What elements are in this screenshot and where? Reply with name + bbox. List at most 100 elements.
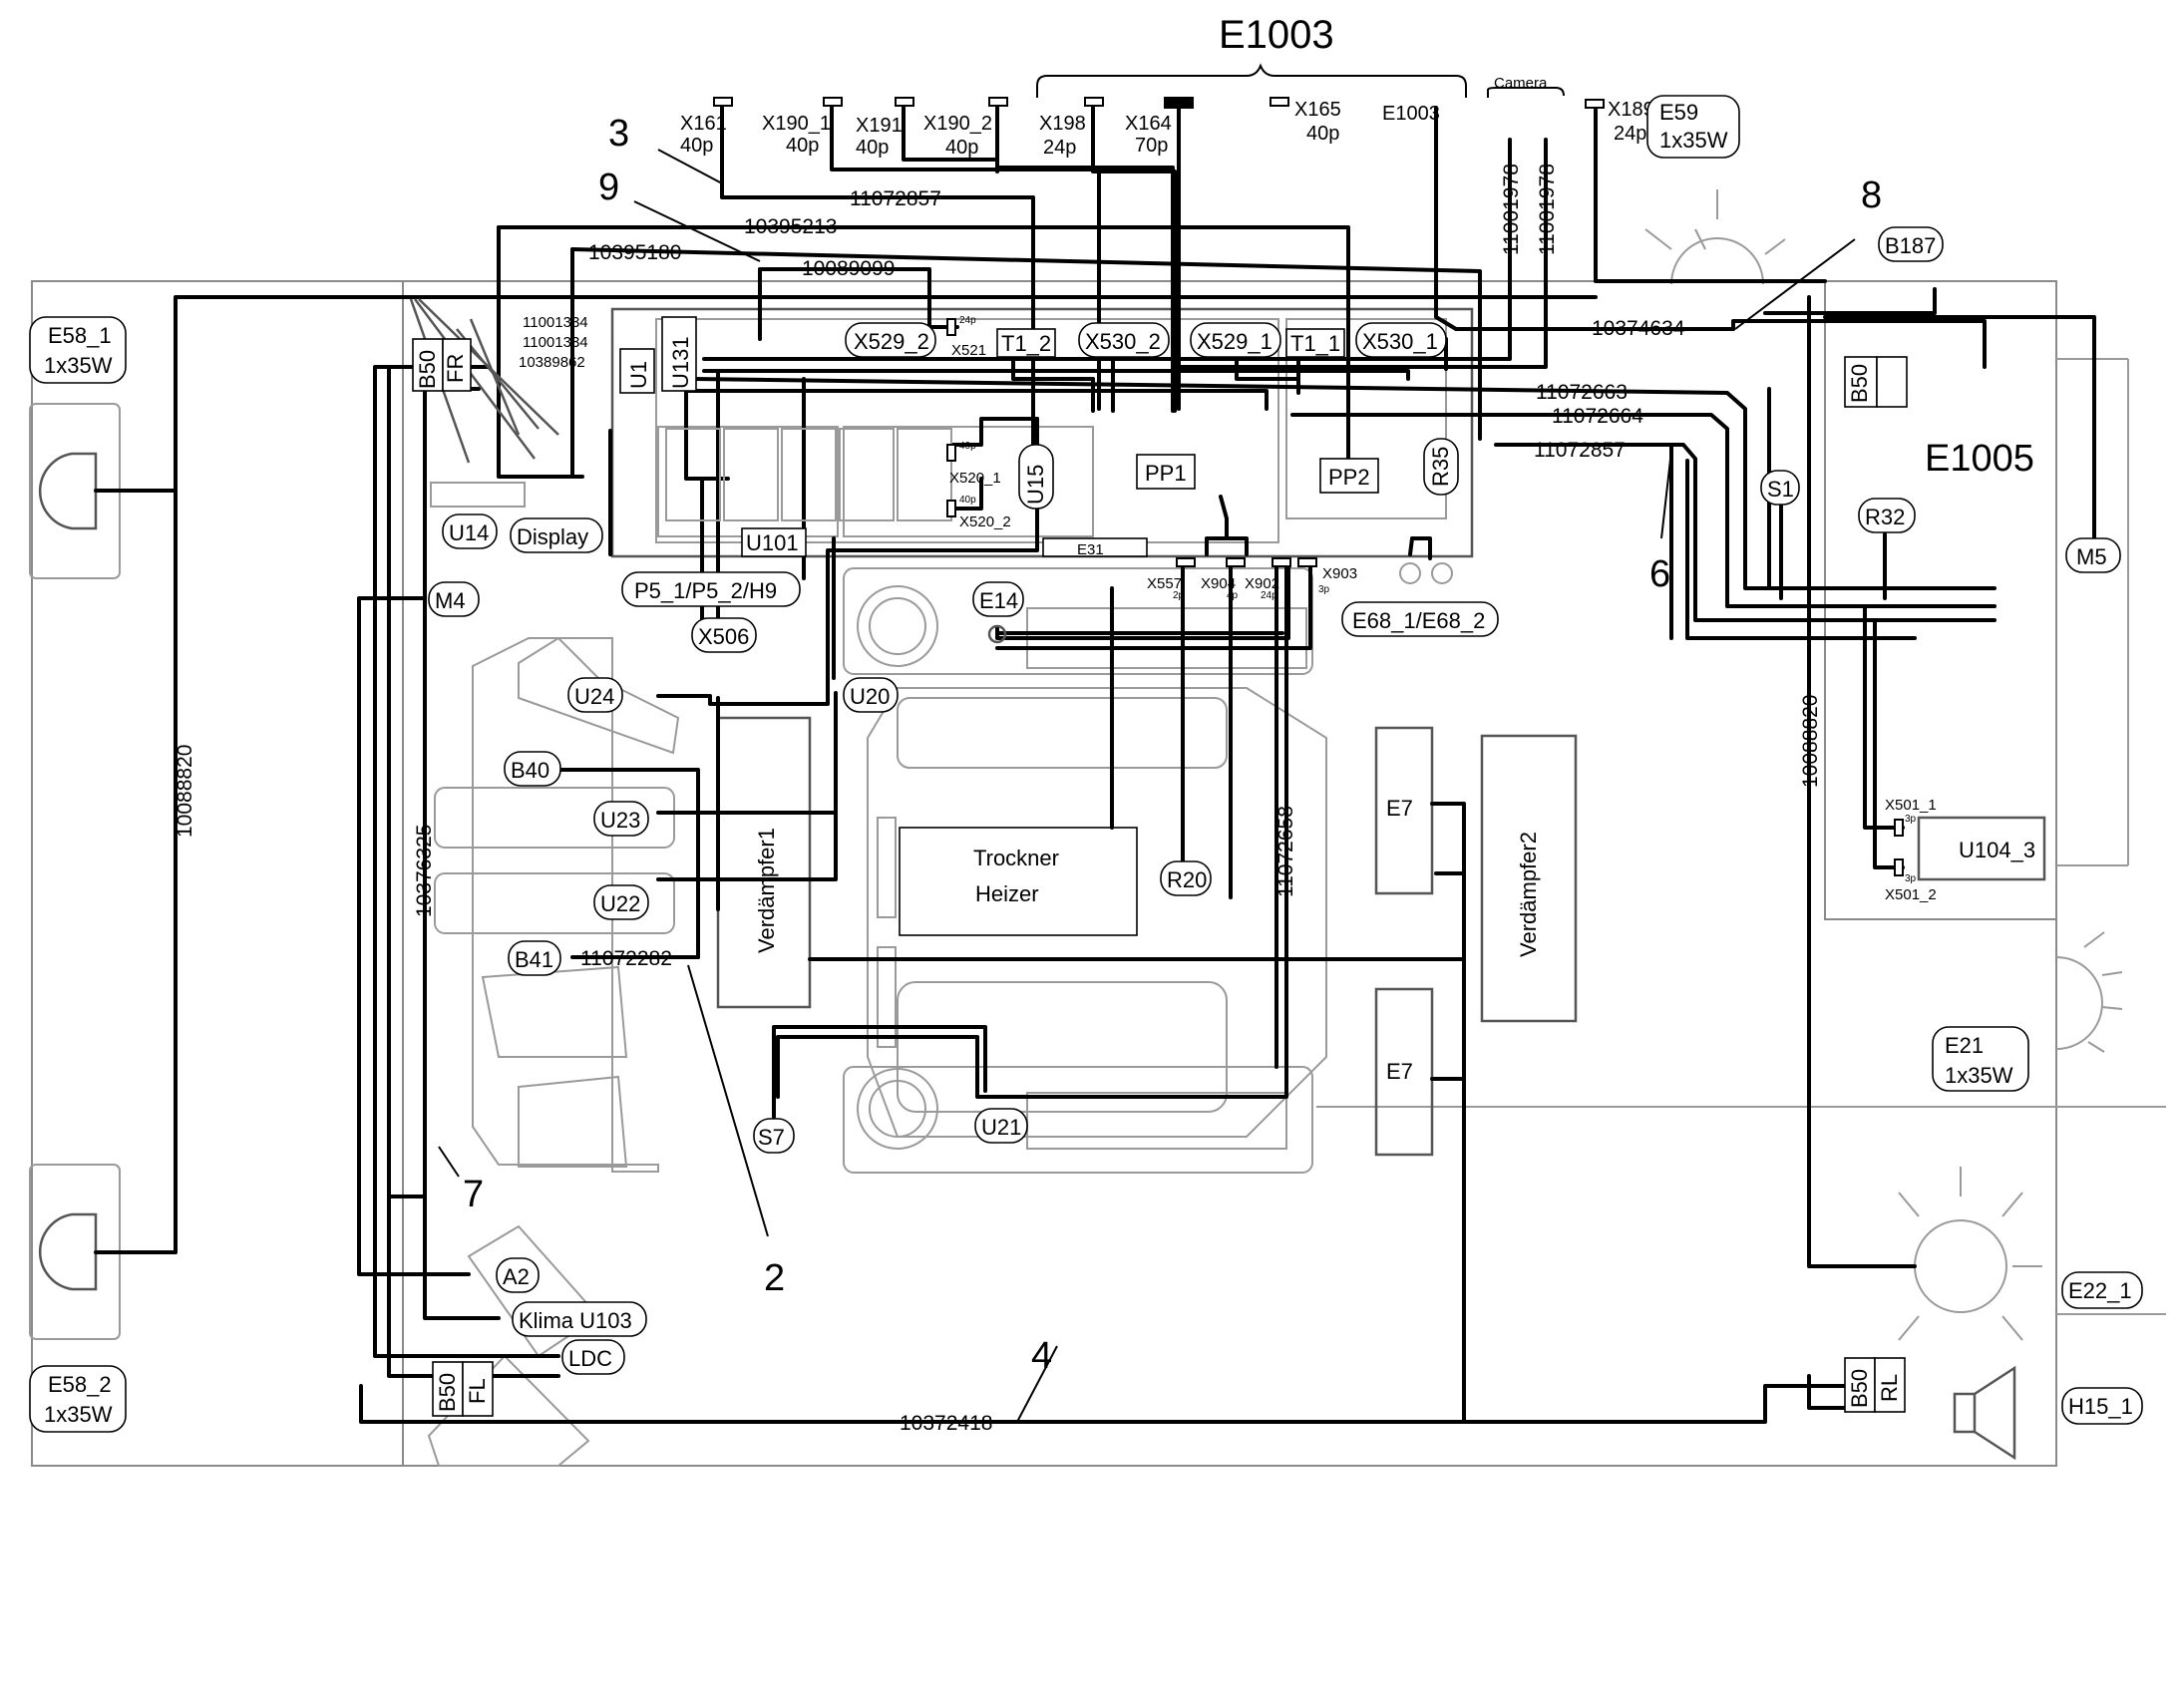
label-x902-pins: 24p bbox=[1261, 590, 1277, 601]
label-r35: R35 bbox=[1428, 447, 1453, 487]
label-x501-2: X501_2 bbox=[1885, 886, 1937, 903]
label-e21-power: 1x35W bbox=[1945, 1063, 2013, 1088]
label-verdampfer2: Verdämpfer2 bbox=[1516, 832, 1541, 957]
callout-9: 9 bbox=[598, 167, 619, 208]
callout-2: 2 bbox=[764, 1257, 785, 1299]
label-e58-1-name: E58_1 bbox=[48, 323, 112, 348]
label-x530-2: X530_2 bbox=[1085, 329, 1161, 354]
relay-blocks bbox=[665, 318, 1904, 876]
callout-lines bbox=[409, 63, 1856, 1423]
label-e58-2-name: E58_2 bbox=[48, 1372, 112, 1397]
label-u22: U22 bbox=[600, 891, 640, 916]
label-p5-h9: P5_1/P5_2/H9 bbox=[634, 578, 777, 603]
wire-10395213: 10395213 bbox=[744, 215, 837, 238]
label-x501-1: X501_1 bbox=[1885, 797, 1937, 814]
label-e21-name: E21 bbox=[1945, 1033, 1984, 1058]
sun-icon-e22 bbox=[1898, 1167, 2042, 1341]
label-u20: U20 bbox=[850, 684, 890, 709]
label-r20: R20 bbox=[1167, 867, 1207, 892]
wire-11072658: 11072658 bbox=[1274, 806, 1297, 897]
camera-label: Camera bbox=[1494, 75, 1548, 92]
label-e14: E14 bbox=[979, 588, 1018, 613]
label-x530-1: X530_1 bbox=[1362, 329, 1438, 354]
wire-11072663: 11072663 bbox=[1536, 381, 1628, 404]
callout-8: 8 bbox=[1861, 174, 1882, 216]
component-tags: E58_1 1x35W E58_2 1x35W E59 1x35W E21 1x… bbox=[29, 95, 2143, 1433]
label-b50-rr-a: B50 bbox=[1847, 364, 1872, 403]
connector-x189: X189 bbox=[1608, 99, 1654, 121]
connector-x190-2-pins: 40p bbox=[945, 137, 978, 159]
label-a2: A2 bbox=[503, 1264, 530, 1289]
wire-11072857-top: 11072857 bbox=[850, 187, 941, 210]
callout-3: 3 bbox=[608, 113, 629, 155]
wire-10376325: 10376325 bbox=[413, 825, 436, 917]
label-u1: U1 bbox=[626, 361, 651, 389]
tag-e22 bbox=[2061, 1271, 2143, 1309]
label-verdampfer1: Verdämpfer1 bbox=[754, 828, 779, 953]
connector-x165: X165 bbox=[1294, 99, 1341, 121]
connector-x164-pins: 70p bbox=[1135, 135, 1168, 157]
label-h15-name: H15_1 bbox=[2068, 1394, 2133, 1419]
label-e58-2-power: 1x35W bbox=[44, 1402, 113, 1427]
component-boxes bbox=[716, 716, 2046, 1157]
label-s7: S7 bbox=[758, 1125, 785, 1150]
wire-11072282: 11072282 bbox=[580, 947, 672, 970]
label-b41: B41 bbox=[515, 947, 553, 972]
connector-x161-pins: 40p bbox=[680, 135, 713, 157]
label-pp1: PP1 bbox=[1145, 461, 1187, 486]
connector-x191-pins: 40p bbox=[856, 137, 889, 159]
wire-11001978-a: 11001978 bbox=[1500, 164, 1523, 255]
wire-11072857-right: 11072857 bbox=[1534, 439, 1626, 462]
label-b50-rl-b: RL bbox=[1877, 1374, 1902, 1402]
connector-x191: X191 bbox=[856, 115, 903, 137]
sun-icon-e21 bbox=[2055, 931, 2123, 1053]
wire-10089099: 10089099 bbox=[802, 257, 895, 280]
label-e7-upper: E7 bbox=[1386, 796, 1413, 821]
label-t1-2: T1_2 bbox=[1001, 331, 1051, 356]
label-e31: E31 bbox=[1077, 541, 1104, 558]
connector-x190-1-pins: 40p bbox=[786, 135, 819, 157]
label-b50-fr-a: B50 bbox=[415, 350, 440, 389]
tag-e58-2 bbox=[29, 1365, 127, 1433]
label-u21: U21 bbox=[981, 1115, 1021, 1140]
label-klima-u103: Klima U103 bbox=[519, 1308, 632, 1333]
tag-e58-1 bbox=[29, 316, 127, 384]
label-x506: X506 bbox=[698, 624, 749, 649]
tag-e21 bbox=[1932, 1026, 2029, 1092]
harness-wires bbox=[94, 106, 2096, 1424]
label-x529-2: X529_2 bbox=[854, 329, 929, 354]
label-x521-pins: 24p bbox=[959, 315, 976, 326]
connector-x190-2: X190_2 bbox=[923, 113, 992, 135]
label-u23: U23 bbox=[600, 808, 640, 833]
connector-x190-1: X190_1 bbox=[762, 113, 831, 135]
label-b50-rl-a: B50 bbox=[1847, 1369, 1872, 1408]
wire-11001334-a: 11001334 bbox=[523, 314, 588, 331]
label-e1005: E1005 bbox=[1925, 438, 2034, 480]
connector-x165-pins: 40p bbox=[1306, 123, 1339, 145]
label-x520-2-pins: 40p bbox=[959, 495, 976, 506]
label-x529-1: X529_1 bbox=[1197, 329, 1272, 354]
label-b50-fl-b: FL bbox=[465, 1378, 490, 1404]
wire-11001334-b: 11001334 bbox=[523, 334, 588, 351]
label-u14: U14 bbox=[449, 520, 489, 545]
label-x904: X904 bbox=[1201, 575, 1236, 592]
label-t1-1: T1_1 bbox=[1290, 331, 1340, 356]
label-r32: R32 bbox=[1865, 505, 1905, 529]
label-x520-1: X520_1 bbox=[949, 470, 1001, 487]
label-b40: B40 bbox=[511, 758, 549, 783]
label-b50-fr-b: FR bbox=[443, 354, 468, 383]
label-x521: X521 bbox=[951, 342, 986, 359]
label-e7-lower: E7 bbox=[1386, 1059, 1413, 1084]
e1003-sub-label: E1003 bbox=[1382, 103, 1440, 125]
label-e68: E68_1/E68_2 bbox=[1352, 608, 1485, 633]
wire-10389862: 10389862 bbox=[519, 354, 585, 371]
wire-10088820-right: 10088820 bbox=[1799, 695, 1822, 788]
connector-x198: X198 bbox=[1039, 113, 1086, 135]
callout-4: 4 bbox=[1031, 1335, 1052, 1377]
label-e59-name: E59 bbox=[1659, 100, 1698, 125]
label-u15: U15 bbox=[1023, 465, 1048, 505]
connector-x161: X161 bbox=[680, 113, 727, 135]
label-m5: M5 bbox=[2076, 544, 2107, 569]
label-x501-2-pins: 3p bbox=[1905, 873, 1917, 884]
